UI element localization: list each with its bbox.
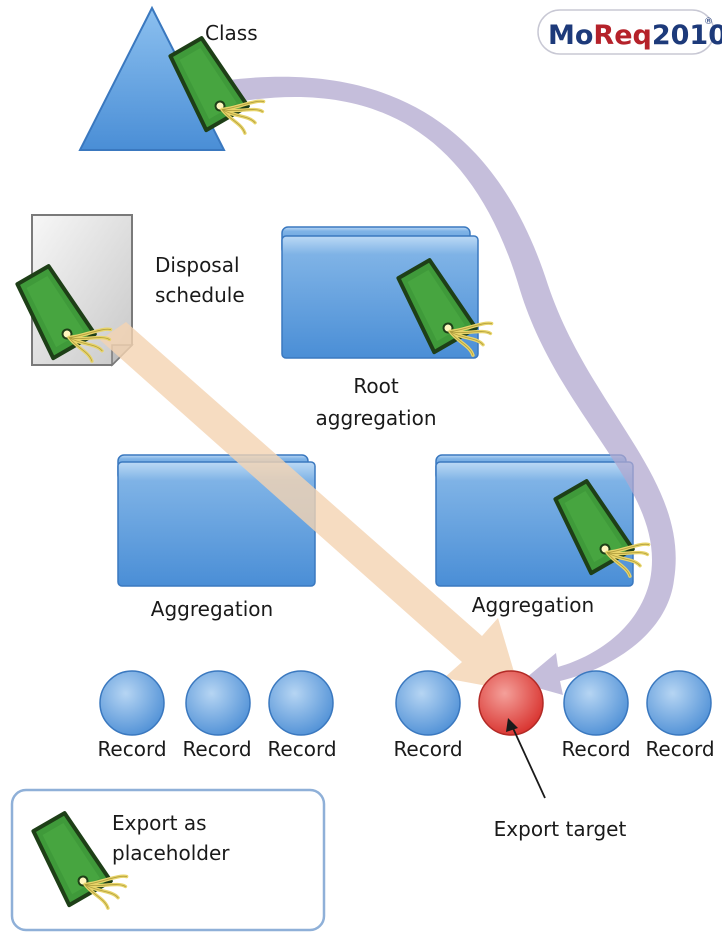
record-label-6: Record	[645, 737, 714, 761]
record-circle-1	[99, 670, 165, 736]
export-target-pointer	[511, 725, 546, 799]
placeholder-arrow-from-disposal	[100, 322, 520, 692]
record-circle-6	[646, 670, 712, 736]
export-target-circle	[478, 670, 544, 736]
disposal-label-line1: Disposal	[155, 253, 240, 277]
record-circle-3	[268, 670, 334, 736]
export-target-pointer-head	[506, 718, 518, 732]
records-row	[99, 670, 712, 736]
class-label: Class	[205, 21, 258, 45]
record-circle-4	[395, 670, 461, 736]
record-label-1: Record	[97, 737, 166, 761]
root-aggregation-label-line1: Root	[353, 374, 398, 398]
export-target-label: Export target	[494, 817, 627, 841]
record-label-2: Record	[182, 737, 251, 761]
logo-req: Req	[593, 20, 651, 51]
record-label-5: Record	[561, 737, 630, 761]
placeholder-arrow-from-class	[190, 76, 676, 696]
logo-badge	[537, 9, 715, 55]
aggregation-label-right: Aggregation	[472, 593, 594, 617]
record-circle-2	[185, 670, 251, 736]
record-label-4: Record	[393, 737, 462, 761]
svg-text:MoReq2010: MoReq2010	[548, 20, 722, 51]
root-aggregation-label-line2: aggregation	[316, 406, 437, 430]
moreq-logo: MoReq2010 ®	[537, 9, 722, 55]
legend-label-line2: placeholder	[112, 841, 230, 865]
record-circle-5	[563, 670, 629, 736]
logo-registered: ®	[704, 17, 713, 27]
legend-label-line1: Export as	[112, 811, 207, 835]
aggregation-label-left: Aggregation	[151, 597, 273, 621]
logo-mo: Mo	[548, 20, 593, 51]
record-label-3: Record	[267, 737, 336, 761]
disposal-label-line2: schedule	[155, 283, 245, 307]
logo-year: 2010	[652, 20, 722, 51]
